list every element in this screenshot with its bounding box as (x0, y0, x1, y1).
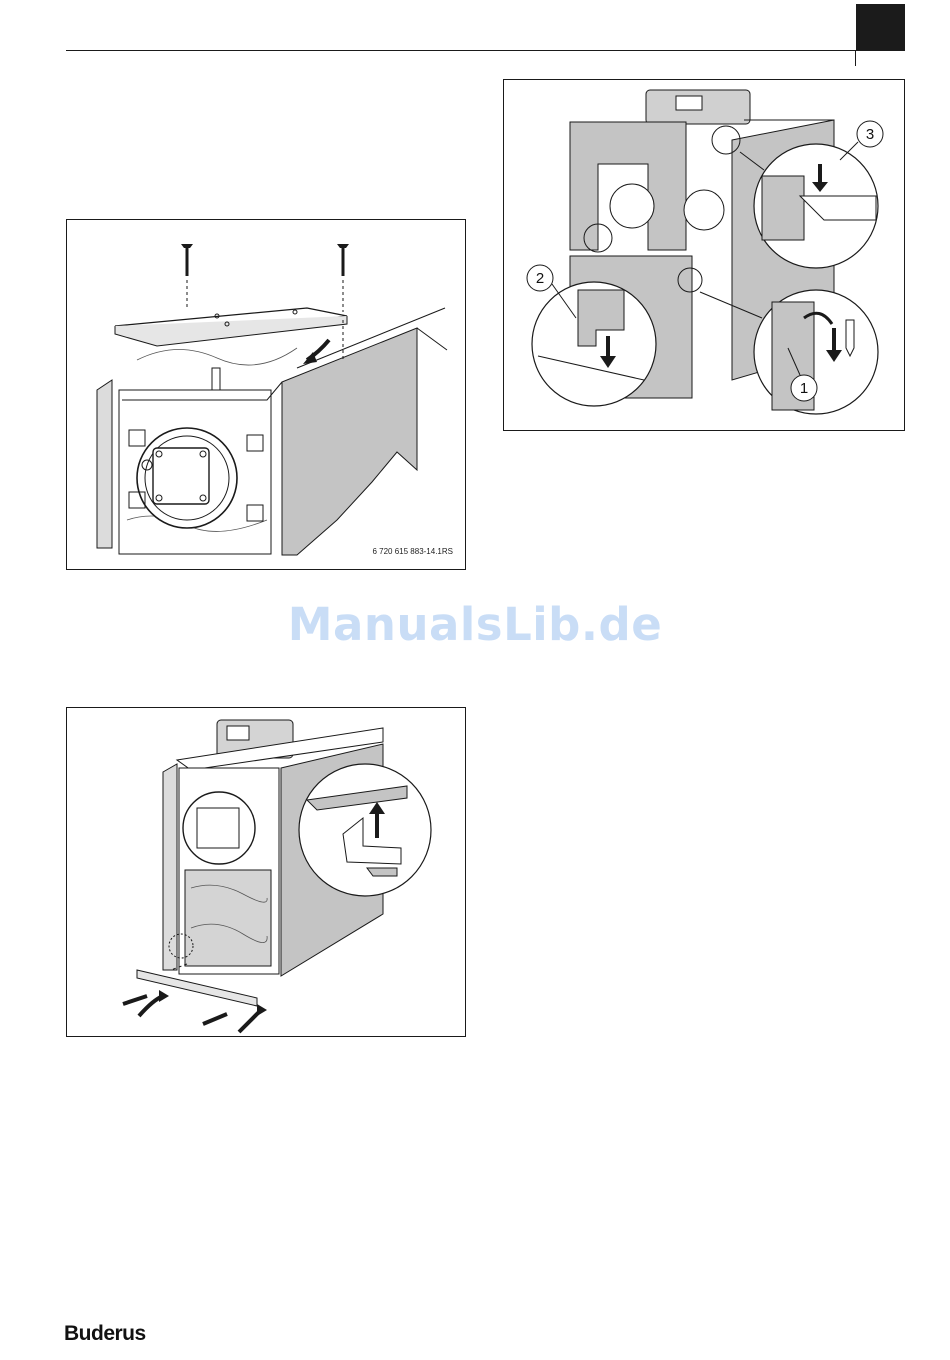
figure-front-panel-hooking: 3 2 1 (503, 79, 905, 431)
figure-code: 6 720 615 883-14.1RS (372, 547, 453, 556)
callout-label-2: 2 (536, 270, 544, 287)
brand-logo-text: Buderus (64, 1322, 146, 1346)
figure-lower-crossbar-attachment (66, 707, 466, 1037)
callout-label-1: 1 (800, 380, 808, 397)
figure-top-cover-installation: 6 720 615 883-14.1RS (66, 219, 466, 570)
header-tick (855, 50, 856, 66)
header-rule (66, 50, 856, 51)
lower-crossbar-illustration (67, 708, 465, 1036)
boiler-top-cover-illustration (67, 220, 465, 569)
front-panel-hooking-illustration: 3 2 1 (504, 80, 904, 430)
watermark-text: ManualsLib.de (0, 598, 950, 651)
callout-label-3: 3 (866, 126, 874, 143)
page-tab-marker (856, 4, 905, 51)
